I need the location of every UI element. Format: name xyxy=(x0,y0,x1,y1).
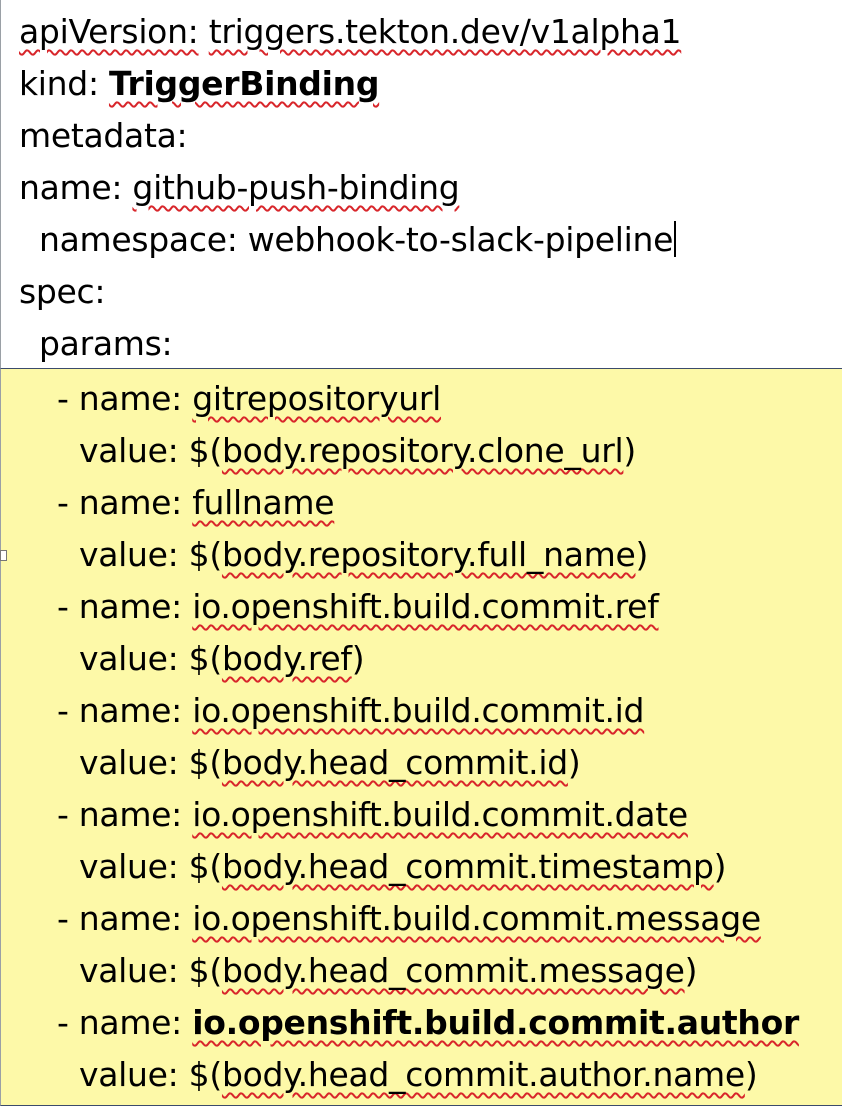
param-name-line: - name: io.openshift.build.commit.date xyxy=(57,789,688,841)
param-name-label: - name: xyxy=(57,795,183,834)
metadata-key: metadata: xyxy=(19,116,188,155)
param-value-label: value: xyxy=(79,951,179,990)
param-value: body.ref xyxy=(221,639,352,678)
param-value: body.head_commit.timestamp xyxy=(221,847,714,886)
param-value-prefix: $( xyxy=(188,951,223,990)
param-value-label: value: xyxy=(79,535,179,574)
line-namespace: namespace: webhook-to-slack-pipeline xyxy=(39,214,677,266)
param-value-prefix: $( xyxy=(188,847,223,886)
param-value-label: value: xyxy=(79,743,179,782)
api-version-value: triggers.tekton.dev/v1alpha1 xyxy=(208,12,682,51)
param-value-prefix: $( xyxy=(188,431,223,470)
param-value-label: value: xyxy=(79,1055,179,1094)
param-value-suffix: ) xyxy=(713,847,727,886)
line-name: name: github-push-binding xyxy=(19,162,460,214)
param-value-line: value: $(body.head_commit.message) xyxy=(79,945,697,997)
param-value-suffix: ) xyxy=(623,431,636,470)
param-value-suffix: ) xyxy=(351,639,365,678)
param-value: body.head_commit.id xyxy=(221,743,568,782)
param-value-line: value: $(body.head_commit.id) xyxy=(79,737,581,789)
line-params: params: xyxy=(39,318,173,370)
param-value: body.head_commit.message xyxy=(221,951,685,990)
param-name-line: - name: io.openshift.build.commit.ref xyxy=(57,581,659,633)
param-name-value: io.openshift.build.commit.ref xyxy=(192,587,659,626)
header-block[interactable]: apiVersion: triggers.tekton.dev/v1alpha1… xyxy=(0,0,842,368)
line-metadata: metadata: xyxy=(19,110,188,162)
param-value-line: value: $(body.head_commit.timestamp) xyxy=(79,841,727,893)
param-value-line: value: $(body.ref) xyxy=(79,633,365,685)
api-version-key: apiVersion: xyxy=(19,12,199,51)
param-value-label: value: xyxy=(79,639,179,678)
param-value-label: value: xyxy=(79,431,179,470)
param-name-label: - name: xyxy=(57,899,183,938)
param-name-line: - name: io.openshift.build.commit.id xyxy=(57,685,644,737)
resize-handle[interactable] xyxy=(0,550,7,561)
name-value: github-push-binding xyxy=(132,168,460,207)
param-value: body.repository.full_name xyxy=(221,535,636,574)
param-value-prefix: $( xyxy=(188,1055,223,1094)
kind-key: kind: xyxy=(19,64,99,103)
param-name-line: - name: io.openshift.build.commit.author xyxy=(57,997,799,1049)
param-value-suffix: ) xyxy=(635,535,649,574)
param-name-value: fullname xyxy=(192,483,335,522)
param-value: body.repository.clone_url xyxy=(221,431,624,470)
param-name-label: - name: xyxy=(57,379,183,418)
param-name-label: - name: xyxy=(57,483,183,522)
param-value-line: value: $(body.repository.clone_url) xyxy=(79,425,636,477)
param-name-label: - name: xyxy=(57,1003,183,1042)
text-cursor xyxy=(674,221,677,257)
param-value-line: value: $(body.head_commit.author.name) xyxy=(79,1049,758,1101)
spec-key: spec: xyxy=(19,272,106,311)
param-name-value: io.openshift.build.commit.author xyxy=(192,1003,799,1042)
param-value-label: value: xyxy=(79,847,179,886)
param-name-label: - name: xyxy=(57,691,183,730)
param-name-value: io.openshift.build.commit.message xyxy=(192,899,761,938)
param-value-suffix: ) xyxy=(684,951,698,990)
line-spec: spec: xyxy=(19,266,106,318)
line-api-version: apiVersion: triggers.tekton.dev/v1alpha1 xyxy=(19,6,682,58)
param-value: body.head_commit.author.name xyxy=(221,1055,745,1094)
param-value-line: value: $(body.repository.full_name) xyxy=(79,529,648,581)
param-name-value: io.openshift.build.commit.id xyxy=(192,691,645,730)
param-value-prefix: $( xyxy=(188,535,223,574)
param-name-line: - name: gitrepositoryurl xyxy=(57,373,441,425)
param-name-line: - name: fullname xyxy=(57,477,335,529)
params-key: params: xyxy=(39,324,173,363)
param-value-prefix: $( xyxy=(188,639,223,678)
name-key: name: xyxy=(19,168,123,207)
param-value-prefix: $( xyxy=(188,743,223,782)
param-name-line: - name: io.openshift.build.commit.messag… xyxy=(57,893,761,945)
namespace-key: namespace: xyxy=(39,220,238,259)
param-name-value: gitrepositoryurl xyxy=(192,379,441,418)
param-name-label: - name: xyxy=(57,587,183,626)
param-value-suffix: ) xyxy=(567,743,581,782)
param-value-suffix: ) xyxy=(744,1055,758,1094)
param-name-value: io.openshift.build.commit.date xyxy=(192,795,688,834)
line-kind: kind: TriggerBinding xyxy=(19,58,379,110)
namespace-value: webhook-to-slack-pipeline xyxy=(247,220,674,259)
kind-value: TriggerBinding xyxy=(108,64,380,103)
